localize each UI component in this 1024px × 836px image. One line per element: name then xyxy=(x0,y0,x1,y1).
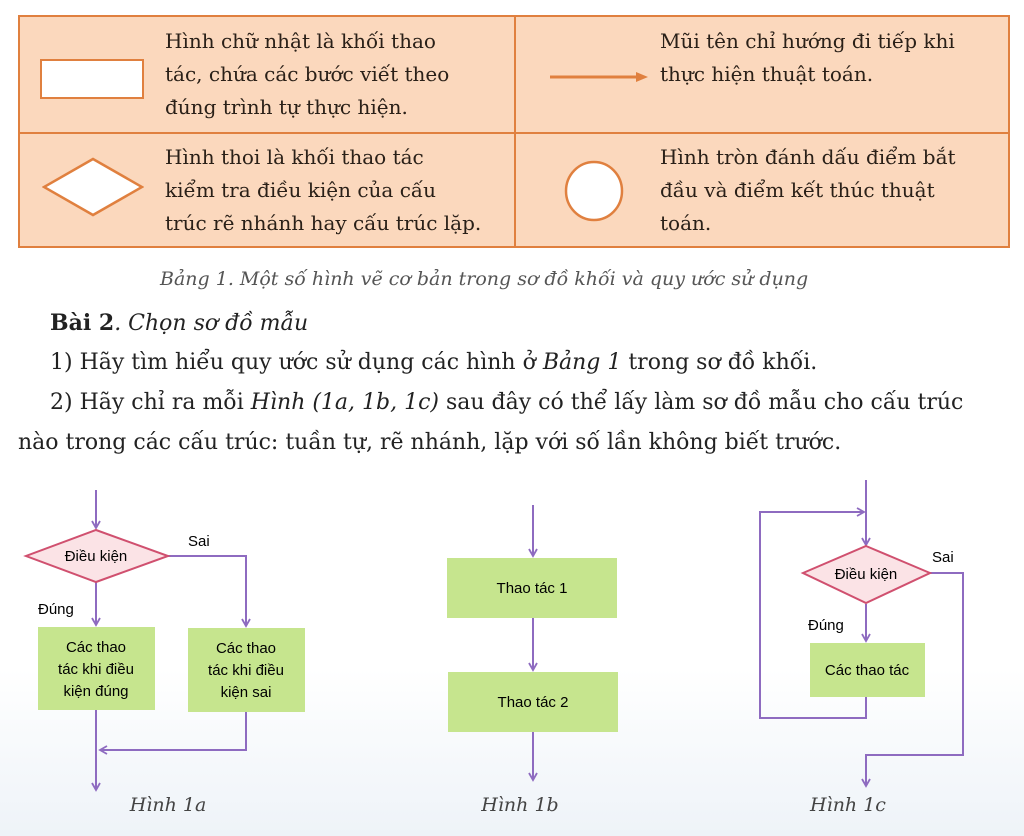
step2-box xyxy=(448,672,618,732)
loop-condition-diamond xyxy=(800,544,933,605)
loop-action-box xyxy=(810,643,925,697)
rectangle-shape-icon xyxy=(40,59,144,99)
table-divider xyxy=(514,17,516,246)
question-1: 1) Hãy tìm hiểu quy ước sử dụng các hình… xyxy=(50,343,817,383)
reference: Hình (1a, 1b, 1c) xyxy=(250,390,439,415)
condition-label: Điều kiện xyxy=(835,566,898,583)
reference: Bảng 1 xyxy=(542,350,622,375)
text-line: đầu và điểm kết thúc thuật xyxy=(660,178,935,202)
text: sau đây có thể lấy làm sơ đồ mẫu cho cấu… xyxy=(439,390,964,415)
text-line: trúc rẽ nhánh hay cấu trúc lặp. xyxy=(165,211,482,235)
text-line: thực hiện thuật toán. xyxy=(660,62,874,86)
diamond-shape-icon xyxy=(42,157,144,217)
flow-lines xyxy=(91,480,964,792)
text-line: toán. xyxy=(660,211,712,235)
rect-description: Hình chữ nhật là khối thao tác, chứa các… xyxy=(165,25,449,124)
table-divider xyxy=(20,132,1008,134)
loop-action-label: Các thao tác xyxy=(825,662,910,679)
diamond-description: Hình thoi là khối thao tác kiểm tra điều… xyxy=(165,141,481,240)
step1-label: Thao tác 1 xyxy=(497,580,568,597)
false-action-box xyxy=(188,628,305,712)
step2-label: Thao tác 2 xyxy=(498,694,569,711)
text-line: đúng trình tự thực hiện. xyxy=(165,95,408,119)
text-line: Hình chữ nhật là khối thao xyxy=(165,29,436,53)
text-line: Hình tròn đánh dấu điểm bắt xyxy=(660,145,956,169)
step1-box xyxy=(447,558,617,618)
arrow-shape-icon xyxy=(550,72,648,82)
text-line: kiểm tra điều kiện của cấu xyxy=(165,178,437,202)
true-action-box xyxy=(38,627,155,710)
condition-diamond xyxy=(23,528,171,584)
false-label: Sai xyxy=(932,549,954,566)
table-caption: Bảng 1. Một số hình vẽ cơ bản trong sơ đ… xyxy=(160,268,809,290)
true-label: Đúng xyxy=(38,601,74,618)
exercise-number: Bài 2 xyxy=(50,310,115,336)
text-line: Mũi tên chỉ hướng đi tiếp khi xyxy=(660,29,955,53)
text: 2) Hãy chỉ ra mỗi xyxy=(50,390,251,415)
text-line: tác, chứa các bước viết theo xyxy=(165,62,450,86)
true-label: Đúng xyxy=(808,617,844,634)
figure-caption: Hình 1a xyxy=(129,794,207,816)
exercise-title: Bài 2. Chọn sơ đồ mẫu xyxy=(50,303,308,344)
figure-caption: Hình 1c xyxy=(809,794,886,816)
text: 1) Hãy tìm hiểu quy ước sử dụng các hình… xyxy=(50,350,543,375)
condition-label: Điều kiện xyxy=(65,548,128,565)
text: trong sơ đồ khối. xyxy=(621,350,818,375)
arrow-description: Mũi tên chỉ hướng đi tiếp khi thực hiện … xyxy=(660,25,955,91)
text-line: Hình thoi là khối thao tác xyxy=(165,145,424,169)
circle-description: Hình tròn đánh dấu điểm bắt đầu và điểm … xyxy=(660,141,956,240)
exercise-heading: . Chọn sơ đồ mẫu xyxy=(114,311,309,336)
question-2-cont: nào trong các cấu trúc: tuần tự, rẽ nhán… xyxy=(18,430,842,455)
shapes-table: Hình chữ nhật là khối thao tác, chứa các… xyxy=(18,15,1010,248)
circle-shape-icon xyxy=(564,160,624,222)
false-label: Sai xyxy=(188,533,210,550)
figure-caption: Hình 1b xyxy=(480,794,558,816)
question-2: 2) Hãy chỉ ra mỗi Hình (1a, 1b, 1c) sau … xyxy=(50,383,963,423)
